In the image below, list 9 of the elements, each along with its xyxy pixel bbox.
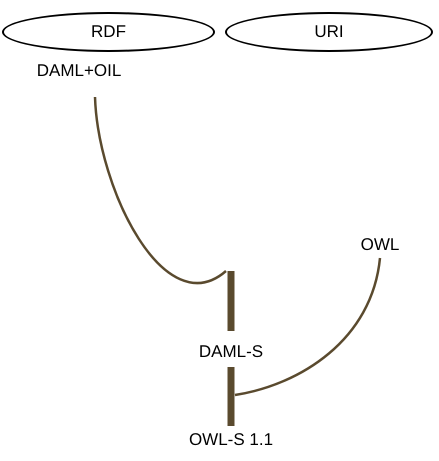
ellipse-node: URI [225, 12, 433, 52]
node-label: DAML+OIL [14, 58, 144, 84]
connector [228, 367, 234, 426]
node-label: OWL [348, 232, 412, 258]
node-label: OWL-S 1.1 [168, 427, 294, 453]
node-label: DAML-S [178, 339, 284, 365]
ellipse-node: RDF [2, 12, 215, 52]
connector [94, 96, 234, 331]
connector [234, 258, 382, 396]
